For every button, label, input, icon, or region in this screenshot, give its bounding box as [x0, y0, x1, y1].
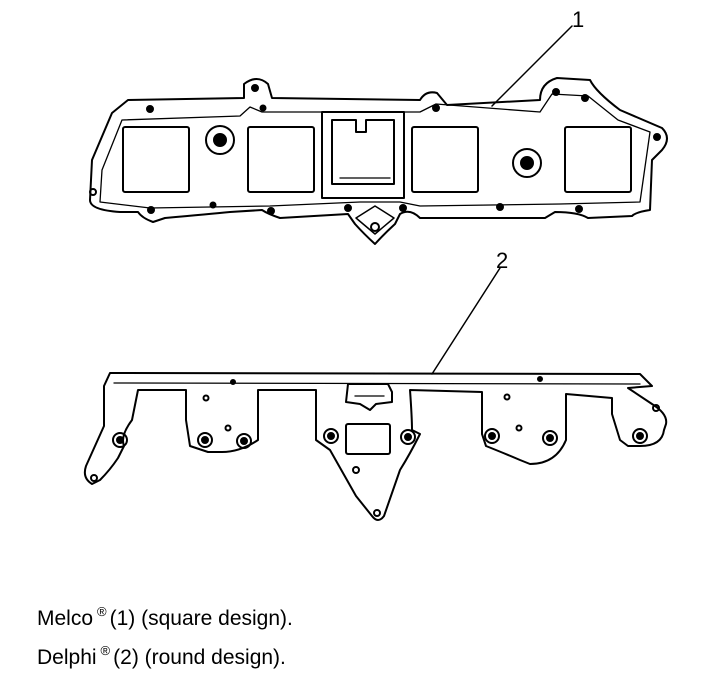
caption-melco: Melco®(1) (square design). [37, 604, 293, 633]
leader-2 [431, 267, 501, 375]
center-connector [321, 111, 405, 199]
delphi-holes [90, 376, 660, 517]
registered-mark: ® [100, 643, 111, 658]
caption-delphi-brand: Delphi [37, 646, 97, 669]
delphi-coil-pack [83, 267, 668, 521]
caption-delphi: Delphi®(2) (round design). [37, 643, 286, 672]
coil-window-3 [411, 126, 479, 193]
caption-melco-text: (1) (square design). [109, 607, 293, 630]
bottom-tab [355, 205, 395, 235]
delphi-studs [112, 428, 648, 449]
melco-holes [146, 84, 661, 215]
mount-stud-right [512, 148, 542, 178]
delphi-rail [83, 372, 668, 521]
melco-inner-rim [99, 93, 651, 209]
callout-1: 1 [572, 7, 584, 32]
caption-melco-brand: Melco [37, 607, 94, 630]
ignition-coil-diagram: 1 2 [83, 7, 668, 521]
coil-window-4 [564, 126, 632, 193]
delphi-connector [345, 383, 393, 411]
melco-coil-pack [89, 25, 668, 245]
caption-delphi-text: (2) (round design). [113, 646, 286, 669]
registered-mark: ® [97, 604, 107, 619]
mount-stud-left [205, 125, 235, 155]
coil-window-1 [122, 126, 190, 193]
delphi-plate [345, 423, 391, 455]
leader-1 [491, 25, 573, 107]
callout-2: 2 [496, 248, 508, 273]
melco-outline [89, 77, 668, 245]
coil-window-2 [247, 126, 315, 193]
center-connector-inner [331, 119, 395, 185]
